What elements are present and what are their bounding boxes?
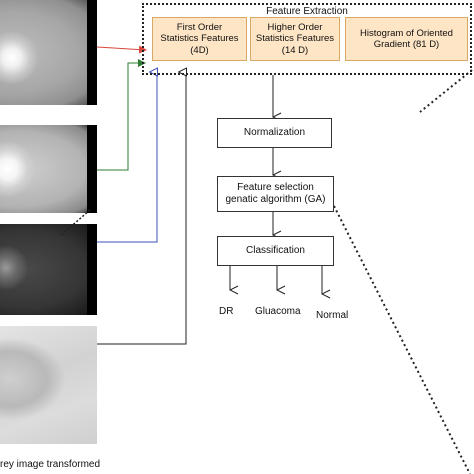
hog-line2: Gradient (81 D) bbox=[373, 39, 440, 50]
feature-extraction-title: Feature Extraction bbox=[266, 6, 348, 17]
zoom-dotted-line-bottom bbox=[333, 205, 471, 474]
feature-selection-box: Feature selection genatic algorithm (GA) bbox=[217, 176, 334, 212]
first-order-line2: Statistics Features bbox=[160, 33, 239, 45]
green-arrow bbox=[97, 59, 146, 171]
output-glaucoma-label: Gluacoma bbox=[255, 306, 301, 317]
higher-order-line3: (14 D) bbox=[281, 44, 309, 56]
zoom-dotted-line-top bbox=[419, 69, 473, 113]
classification-box: Classification bbox=[217, 236, 334, 266]
classification-label: Classification bbox=[246, 245, 305, 256]
fundus-image-dark bbox=[0, 224, 97, 315]
normalization-box: Normalization bbox=[217, 118, 332, 148]
fundus-image-zoomed bbox=[0, 326, 97, 444]
black-arrow bbox=[97, 72, 186, 345]
image-caption: rey image transformed bbox=[0, 459, 101, 470]
feature-selection-line2: genatic algorithm (GA) bbox=[225, 194, 326, 205]
first-order-line3: (4D) bbox=[190, 44, 209, 56]
higher-order-line1: Higher Order bbox=[267, 21, 323, 33]
blue-arrow bbox=[97, 72, 157, 243]
feature-extraction-group: Feature Extraction First Order Statistic… bbox=[142, 3, 472, 75]
fundus-image-original bbox=[0, 0, 97, 105]
normalization-label: Normalization bbox=[243, 127, 306, 138]
first-order-statistics-box: First Order Statistics Features (4D) bbox=[152, 17, 247, 61]
output-dr-label: DR bbox=[219, 306, 234, 317]
red-arrow bbox=[96, 45, 147, 54]
first-order-line1: First Order bbox=[176, 21, 223, 33]
zoom-dotted-line-left bbox=[59, 209, 91, 237]
fundus-image-green-channel bbox=[0, 125, 97, 213]
higher-order-line2: Statistics Features bbox=[255, 33, 335, 45]
feature-selection-line1: Feature selection bbox=[237, 182, 314, 193]
hog-line1: Histogram of Oriented bbox=[360, 27, 453, 39]
higher-order-statistics-box: Higher Order Statistics Features (14 D) bbox=[250, 17, 340, 61]
output-normal-label: Normal bbox=[316, 310, 349, 321]
hog-features-box: Histogram of Oriented Gradient (81 D) bbox=[345, 17, 468, 61]
